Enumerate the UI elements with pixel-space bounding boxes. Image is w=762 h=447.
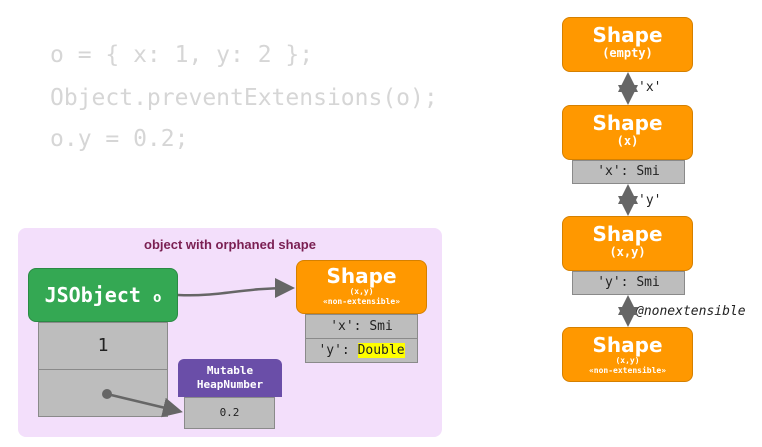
heap-number-value: 0.2: [184, 397, 275, 429]
shape-title: Shape: [326, 264, 397, 288]
heap-number-header: Mutable HeapNumber: [178, 359, 282, 397]
field-key: 'y':: [318, 343, 358, 358]
shape-sub: (x,y): [615, 356, 640, 365]
jsobject-slot-0: 1: [38, 322, 168, 370]
code-line-3: o.y = 0.2;: [50, 126, 189, 152]
panel-title: object with orphaned shape: [144, 237, 316, 252]
transition-label-x: 'x': [638, 80, 662, 95]
chain-shape-empty: Shape (empty): [562, 17, 693, 72]
shape-flag: «non-extensible»: [588, 366, 667, 375]
transition-label-nonextensible: @nonextensible: [636, 304, 746, 319]
chain-field-x: 'x': Smi: [572, 160, 685, 184]
heap-number-line2: HeapNumber: [196, 378, 264, 391]
shape-field-y: 'y': Double: [305, 338, 418, 363]
heap-number-line1: Mutable: [206, 364, 254, 377]
shape-title: Shape: [592, 222, 663, 246]
transition-label-y: 'y': [638, 193, 662, 208]
chain-field-y: 'y': Smi: [572, 271, 685, 295]
chain-shape-nonextensible: Shape (x,y) «non-extensible»: [562, 327, 693, 382]
orphaned-shape: Shape (x,y) «non-extensible»: [296, 260, 427, 314]
jsobject-header: JSObject o: [28, 268, 178, 322]
jsobject-name: o: [152, 290, 162, 306]
code-line-2: Object.preventExtensions(o);: [50, 85, 438, 111]
chain-shape-xy: Shape (x,y): [562, 216, 693, 271]
shape-sub: (x): [616, 134, 639, 148]
field-type-highlighted: Double: [357, 343, 405, 358]
shape-sub: (x,y): [609, 245, 646, 259]
shape-title: Shape: [592, 111, 663, 135]
jsobject-label: JSObject: [44, 283, 141, 307]
pointer-dot: [102, 389, 112, 399]
shape-flag: «non-extensible»: [322, 297, 401, 306]
code-line-1: o = { x: 1, y: 2 };: [50, 42, 314, 68]
shape-sub: (empty): [602, 46, 653, 60]
shape-title: Shape: [592, 333, 663, 357]
shape-title: Shape: [592, 23, 663, 47]
jsobject-to-shape-arrow: [177, 278, 295, 299]
field-key: 'x':: [330, 319, 370, 334]
slot-to-heapnumber-arrow: [106, 392, 183, 418]
shape-props: (x,y): [349, 287, 374, 296]
chain-shape-x: Shape (x): [562, 105, 693, 160]
field-type: Smi: [369, 319, 393, 334]
